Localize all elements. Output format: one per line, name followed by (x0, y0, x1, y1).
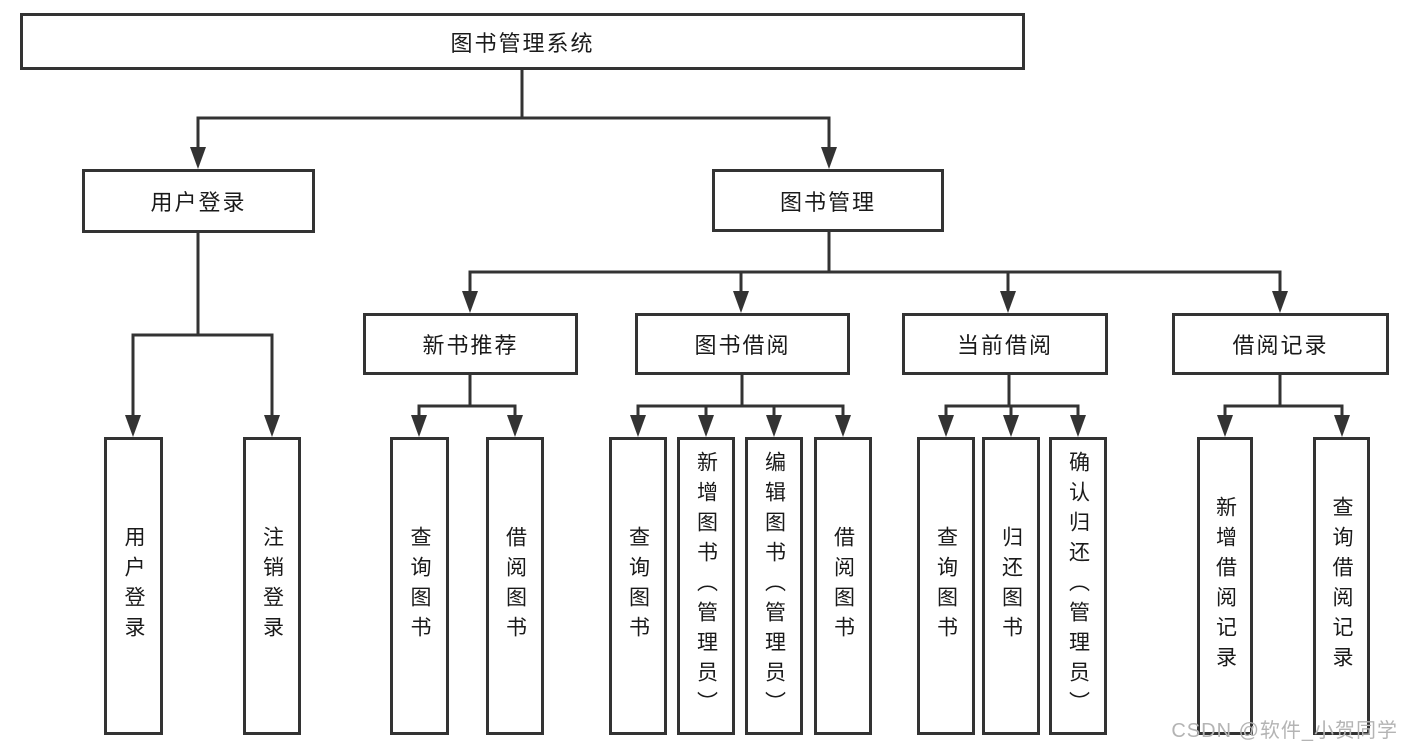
arrowhead (1070, 415, 1086, 437)
leaf-borrow-books-recommend-label: 借阅图书 (503, 526, 527, 646)
connector-book-borrow-children (630, 373, 851, 437)
connector-user-login-children (125, 231, 280, 437)
node-book-management: 图书管理 (712, 169, 944, 232)
arrowhead (938, 415, 954, 437)
leaf-query-books-current-label: 查询图书 (934, 526, 958, 646)
leaf-confirm-return-admin: 确认归还（管理员） (1049, 437, 1107, 735)
node-new-book-recommend-label: 新书推荐 (422, 333, 519, 358)
leaf-query-books-borrowing: 查询图书 (609, 437, 667, 735)
leaf-user-login: 用户登录 (104, 437, 163, 735)
arrowhead (411, 415, 427, 437)
leaf-edit-book-admin: 编辑图书（管理员） (745, 437, 803, 735)
leaf-add-book-admin: 新增图书（管理员） (677, 437, 735, 735)
node-borrowing-records: 借阅记录 (1172, 313, 1389, 375)
arrowhead (835, 415, 851, 437)
connector-new-books-children (411, 373, 523, 437)
arrowhead (766, 415, 782, 437)
leaf-query-borrow-record: 查询借阅记录 (1313, 437, 1370, 735)
leaf-query-borrow-record-label: 查询借阅记录 (1330, 496, 1353, 676)
leaf-logout-label: 注销登录 (260, 526, 284, 646)
node-book-borrowing-label: 图书借阅 (694, 333, 791, 358)
node-user-login-label: 用户登录 (150, 190, 247, 215)
connector-current-borrow-children (938, 373, 1086, 437)
leaf-return-book: 归还图书 (982, 437, 1040, 735)
node-new-book-recommend: 新书推荐 (363, 313, 578, 375)
leaf-logout: 注销登录 (243, 437, 301, 735)
leaf-return-book-label: 归还图书 (999, 526, 1023, 646)
leaf-borrow-books-2-label: 借阅图书 (831, 526, 855, 646)
node-current-borrowing: 当前借阅 (902, 313, 1108, 375)
arrowhead (1334, 415, 1350, 437)
arrowhead (125, 415, 141, 437)
arrowhead (733, 291, 749, 313)
leaf-query-books-recommend: 查询图书 (390, 437, 449, 735)
connector-root-to-level2 (190, 68, 837, 169)
node-user-login: 用户登录 (82, 169, 315, 233)
node-book-management-label: 图书管理 (779, 189, 876, 215)
node-book-borrowing: 图书借阅 (635, 313, 850, 375)
node-current-borrowing-label: 当前借阅 (956, 333, 1053, 358)
leaf-user-login-label: 用户登录 (122, 526, 145, 646)
arrowhead (190, 147, 206, 169)
arrowhead (1003, 415, 1019, 437)
leaf-query-books-current: 查询图书 (917, 437, 975, 735)
leaf-borrow-books-recommend: 借阅图书 (486, 437, 544, 735)
arrowhead (462, 291, 478, 313)
arrowhead (264, 415, 280, 437)
leaf-query-books-borrowing-label: 查询图书 (626, 526, 650, 646)
connector-book-mgmt-children (462, 230, 1288, 313)
leaf-add-book-admin-label: 新增图书（管理员） (694, 451, 718, 721)
connector-borrow-records-children (1217, 372, 1350, 437)
arrowhead (507, 415, 523, 437)
arrowhead (1000, 291, 1016, 313)
leaf-edit-book-admin-label: 编辑图书（管理员） (762, 451, 786, 721)
arrowhead (630, 415, 646, 437)
arrowhead (1272, 291, 1288, 313)
leaf-borrow-books-2: 借阅图书 (814, 437, 872, 735)
leaf-add-borrow-record: 新增借阅记录 (1197, 437, 1253, 735)
arrowhead (1217, 415, 1233, 437)
node-root: 图书管理系统 (20, 13, 1025, 70)
leaf-add-borrow-record-label: 新增借阅记录 (1213, 496, 1237, 676)
leaf-confirm-return-admin-label: 确认归还（管理员） (1066, 451, 1090, 721)
node-root-label: 图书管理系统 (450, 30, 595, 56)
leaf-query-books-recommend-label: 查询图书 (408, 526, 431, 646)
arrowhead (821, 147, 837, 169)
csdn-watermark: CSDN @软件_小贺同学 (1171, 720, 1398, 742)
node-borrowing-records-label: 借阅记录 (1232, 333, 1329, 358)
arrowhead (698, 415, 714, 437)
